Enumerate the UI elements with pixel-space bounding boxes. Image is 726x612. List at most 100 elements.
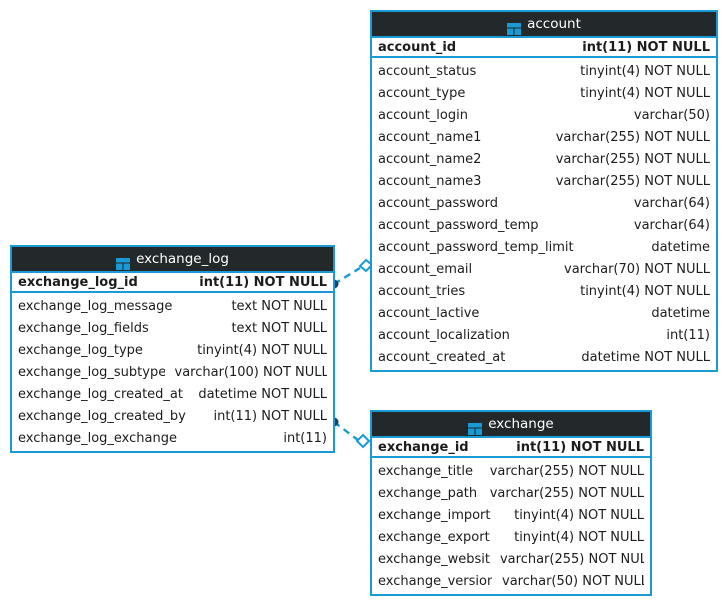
table-row[interactable]: exchange_log_created_at datetime NOT NUL… bbox=[12, 383, 333, 405]
table-row[interactable]: account_status tinyint(4) NOT NULL bbox=[372, 60, 716, 82]
field-name: exchange_log_fields bbox=[18, 320, 149, 336]
field-type: varchar(50) bbox=[633, 107, 710, 123]
primary-key-row-account[interactable]: account_id int(11) NOT NULL bbox=[372, 36, 716, 58]
table-row[interactable]: account_type tinyint(4) NOT NULL bbox=[372, 82, 716, 104]
field-type: datetime bbox=[651, 305, 710, 321]
field-name: exchange_path bbox=[378, 485, 478, 501]
field-type: varchar(255) NOT NULL bbox=[489, 463, 644, 479]
entity-header-exchange: exchange bbox=[372, 412, 650, 436]
relationship-exchange-log-exchange[interactable] bbox=[329, 417, 371, 449]
table-row[interactable]: account_password_temp_limit datetime bbox=[372, 236, 716, 258]
field-name: account_name1 bbox=[378, 129, 482, 145]
field-name: exchange_website bbox=[378, 551, 490, 567]
field-name: account_status bbox=[378, 63, 477, 79]
field-type: int(11) NOT NULL bbox=[582, 39, 710, 55]
field-type: int(11) bbox=[666, 327, 710, 343]
field-name: exchange_title bbox=[378, 463, 473, 479]
field-type: varchar(255) NOT NULL bbox=[499, 551, 644, 567]
field-name: account_created_at bbox=[378, 349, 506, 365]
table-row[interactable]: account_lactive datetime bbox=[372, 302, 716, 324]
field-type: tinyint(4) NOT NULL bbox=[514, 529, 644, 545]
table-row[interactable]: exchange_import tinyint(4) NOT NULL bbox=[372, 504, 650, 526]
field-name: exchange_log_created_at bbox=[18, 386, 183, 402]
table-row[interactable]: exchange_log_type tinyint(4) NOT NULL bbox=[12, 339, 333, 361]
field-type: datetime NOT NULL bbox=[198, 386, 327, 402]
field-list-exchange: exchange_title varchar(255) NOT NULL exc… bbox=[372, 458, 650, 594]
table-row[interactable]: account_name3 varchar(255) NOT NULL bbox=[372, 170, 716, 192]
field-type: varchar(255) NOT NULL bbox=[555, 173, 710, 189]
table-row[interactable]: account_login varchar(50) bbox=[372, 104, 716, 126]
field-name: account_type bbox=[378, 85, 466, 101]
field-name: account_tries bbox=[378, 283, 466, 299]
field-name: exchange_log_subtype bbox=[18, 364, 165, 380]
entity-table-exchange[interactable]: exchange exchange_id int(11) NOT NULL ex… bbox=[370, 410, 652, 596]
field-type: int(11) NOT NULL bbox=[516, 439, 644, 455]
table-row[interactable]: account_localization int(11) bbox=[372, 324, 716, 346]
field-name: account_password_temp bbox=[378, 217, 539, 233]
field-type: tinyint(4) NOT NULL bbox=[580, 63, 710, 79]
field-name: account_lactive bbox=[378, 305, 480, 321]
relationship-line bbox=[333, 266, 361, 286]
table-row[interactable]: exchange_title varchar(255) NOT NULL bbox=[372, 460, 650, 482]
field-type: varchar(70) NOT NULL bbox=[564, 261, 710, 277]
field-type: int(11) NOT NULL bbox=[199, 274, 327, 290]
field-type: tinyint(4) NOT NULL bbox=[197, 342, 327, 358]
table-row[interactable]: exchange_website varchar(255) NOT NULL bbox=[372, 548, 650, 570]
field-type: text NOT NULL bbox=[231, 320, 327, 336]
field-name: exchange_export bbox=[378, 529, 490, 545]
entity-table-account[interactable]: account account_id int(11) NOT NULL acco… bbox=[370, 10, 718, 372]
table-row[interactable]: account_name2 varchar(255) NOT NULL bbox=[372, 148, 716, 170]
field-name: account_email bbox=[378, 261, 473, 277]
relationship-exchange-log-account[interactable] bbox=[329, 258, 374, 289]
field-type: datetime NOT NULL bbox=[581, 349, 710, 365]
table-row[interactable]: account_tries tinyint(4) NOT NULL bbox=[372, 280, 716, 302]
table-row[interactable]: account_password_temp varchar(64) bbox=[372, 214, 716, 236]
primary-key-row-exchange[interactable]: exchange_id int(11) NOT NULL bbox=[372, 436, 650, 458]
field-name: account_password_temp_limit bbox=[378, 239, 574, 255]
field-name: account_localization bbox=[378, 327, 510, 343]
field-name: account_id bbox=[378, 39, 457, 55]
table-row[interactable]: exchange_log_exchange int(11) bbox=[12, 427, 333, 449]
field-list-account: account_status tinyint(4) NOT NULL accou… bbox=[372, 58, 716, 370]
field-name: exchange_log_exchange bbox=[18, 430, 177, 446]
table-row[interactable]: exchange_path varchar(255) NOT NULL bbox=[372, 482, 650, 504]
table-row[interactable]: account_password varchar(64) bbox=[372, 192, 716, 214]
field-name: exchange_import bbox=[378, 507, 491, 523]
table-row[interactable]: exchange_log_created_by int(11) NOT NULL bbox=[12, 405, 333, 427]
field-name: exchange_log_created_by bbox=[18, 408, 186, 424]
table-icon bbox=[468, 419, 483, 435]
table-row[interactable]: exchange_version varchar(50) NOT NULL bbox=[372, 570, 650, 592]
table-row[interactable]: exchange_log_subtype varchar(100) NOT NU… bbox=[12, 361, 333, 383]
field-name: exchange_log_id bbox=[18, 274, 138, 290]
field-type: tinyint(4) NOT NULL bbox=[580, 283, 710, 299]
table-row[interactable]: account_created_at datetime NOT NULL bbox=[372, 346, 716, 368]
table-row[interactable]: exchange_log_message text NOT NULL bbox=[12, 295, 333, 317]
entity-title-account: account bbox=[527, 16, 581, 32]
entity-header-account: account bbox=[372, 12, 716, 36]
field-type: varchar(64) bbox=[633, 195, 710, 211]
table-row[interactable]: exchange_log_fields text NOT NULL bbox=[12, 317, 333, 339]
field-name: account_name3 bbox=[378, 173, 482, 189]
relationship-diamond-marker bbox=[355, 433, 371, 449]
table-row[interactable]: account_email varchar(70) NOT NULL bbox=[372, 258, 716, 280]
primary-key-row-exchange-log[interactable]: exchange_log_id int(11) NOT NULL bbox=[12, 271, 333, 293]
field-type: int(11) NOT NULL bbox=[213, 408, 327, 424]
field-name: account_login bbox=[378, 107, 468, 123]
field-type: text NOT NULL bbox=[231, 298, 327, 314]
field-type: varchar(255) NOT NULL bbox=[555, 129, 710, 145]
table-icon bbox=[507, 19, 522, 35]
entity-header-exchange-log: exchange_log bbox=[12, 247, 333, 271]
field-type: varchar(100) NOT NULL bbox=[174, 364, 328, 380]
relationship-line bbox=[333, 421, 359, 441]
field-type: varchar(50) NOT NULL bbox=[502, 573, 644, 589]
table-row[interactable]: account_name1 varchar(255) NOT NULL bbox=[372, 126, 716, 148]
field-name: exchange_id bbox=[378, 439, 469, 455]
table-row[interactable]: exchange_export tinyint(4) NOT NULL bbox=[372, 526, 650, 548]
field-type: tinyint(4) NOT NULL bbox=[580, 85, 710, 101]
field-name: exchange_log_message bbox=[18, 298, 173, 314]
entity-title-exchange-log: exchange_log bbox=[136, 251, 229, 267]
field-type: varchar(64) bbox=[633, 217, 710, 233]
field-name: account_name2 bbox=[378, 151, 482, 167]
field-name: exchange_version bbox=[378, 573, 492, 589]
entity-table-exchange-log[interactable]: exchange_log exchange_log_id int(11) NOT… bbox=[10, 245, 335, 453]
